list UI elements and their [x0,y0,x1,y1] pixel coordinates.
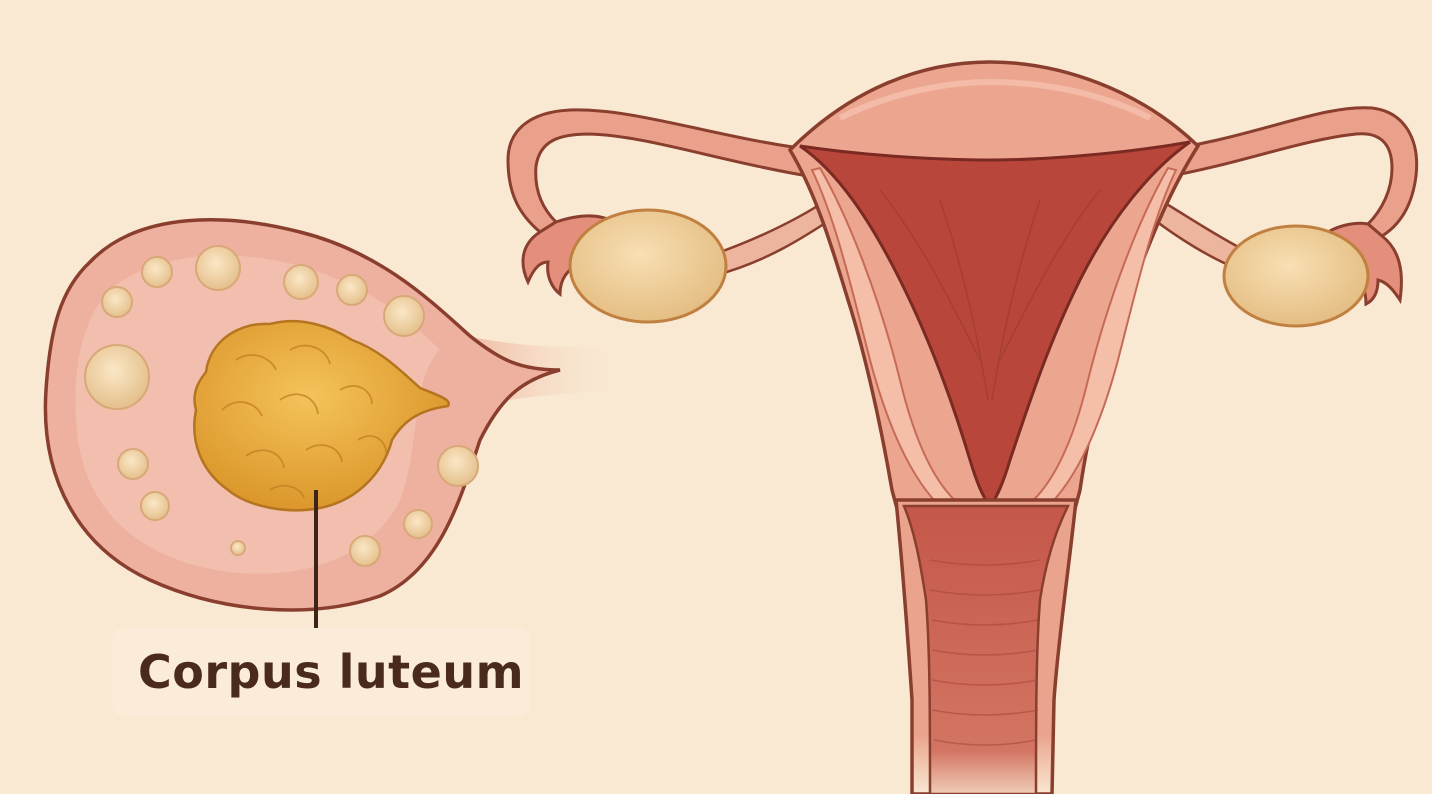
corpus-luteum-label: Corpus luteum [138,645,524,699]
corpus-luteum-texture [221,344,387,499]
follicle [283,264,319,300]
follicle [437,445,479,487]
follicle [195,245,241,291]
follicle [349,535,381,567]
follicle [84,344,150,410]
follicle [383,295,425,337]
follicle [140,491,170,521]
endometrium-texture [879,189,1101,401]
fundus-highlight [838,78,1152,121]
right-fallopian-tube [1147,106,1419,238]
corpus-luteum-label-box: Corpus luteum [112,628,530,716]
follicle [101,286,133,318]
corpus-luteum [193,319,450,512]
follicle [117,448,149,480]
follicle [403,509,433,539]
follicle [141,256,173,288]
vaginal-canal [902,504,1071,794]
follicle [230,540,246,556]
uterine-cavity [799,140,1191,509]
ovary-cross-section [43,218,620,628]
right-ovary [1222,224,1370,328]
vaginal-rugae [929,559,1041,746]
left-ovary [568,208,728,324]
follicle [336,274,368,306]
uterus [506,60,1419,794]
